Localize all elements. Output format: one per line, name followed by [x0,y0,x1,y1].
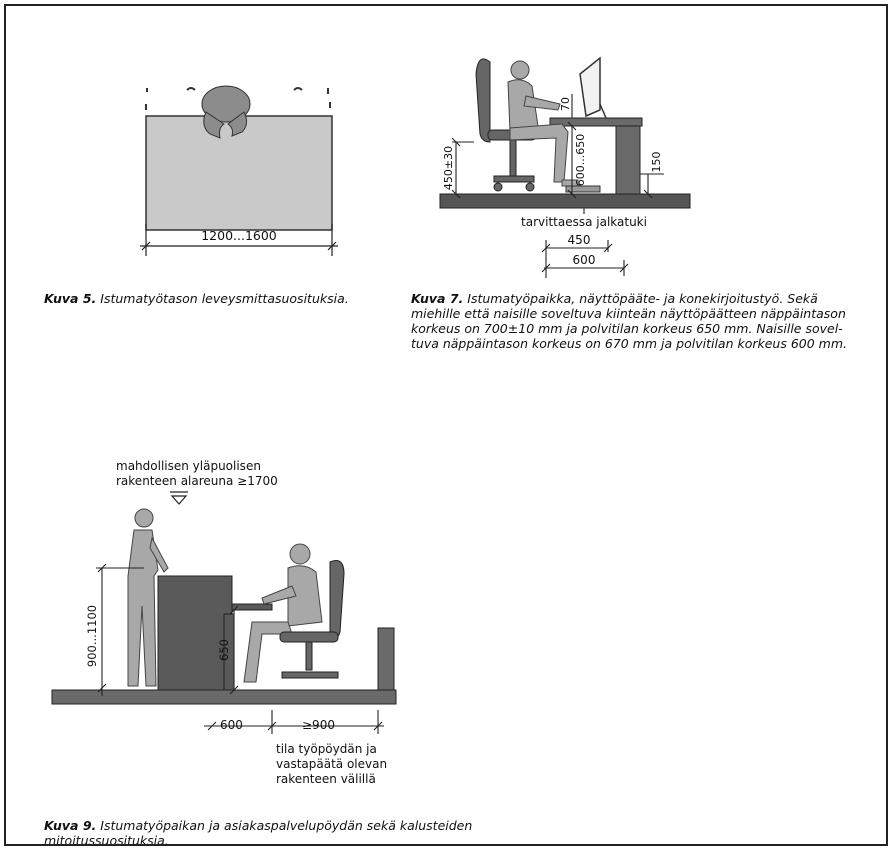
desk-top [145,115,333,231]
figure9-caption-line-2: mitoitussuosituksia. [44,833,169,846]
dim-450-label: 450 [568,233,591,247]
dim-70-label: 70 [559,97,572,111]
figure9-caption-label: Kuva 9. [44,818,97,833]
chair-9 [279,560,345,679]
width-dimension-label: 1200...1600 [201,228,277,243]
dim-900-1100-label: 900...1100 [85,605,99,667]
space-note-line-3: rakenteen välillä [276,772,376,786]
figure7-caption: Kuva 7. Istumatyöpaikka, näyttöpääte- ja… [411,291,886,351]
monitor [579,56,607,119]
dim-150-label: 150 [650,152,663,173]
person-seated-9 [243,543,323,683]
person-top-view [201,85,251,139]
dim-600-650-label: 600...650 [574,134,587,186]
figure7-diagram: 70 450±30 600...650 150 tarvittaessa jal… [439,56,691,278]
figure9-dimensions [96,563,384,734]
level-marker [170,491,188,505]
figure7-dimensions [451,94,664,278]
floor-9 [51,689,397,705]
figure5-caption-label: Kuva 5. [44,291,97,306]
figure5-diagram: 1200...1600 [140,85,338,256]
wall [377,627,395,691]
dim-450-30-label: 450±30 [442,146,455,190]
space-note-line-2: vastapäätä olevan [276,757,388,771]
figure9-diagram: 900...1100 650 [51,491,397,734]
figure7-caption-line-2: miehille että naisille soveltuva kiinteä… [411,306,846,321]
top-structure-note-line-2: rakenteen alareuna ≥1700 [116,474,278,488]
page-frame: 1200...1600 Kuva 5. Istumatyötason levey… [4,4,888,846]
figure7-caption-label: Kuva 7. [411,291,464,306]
floor [439,193,691,209]
figure7-caption-line-3: korkeus on 700±10 mm ja polvitilan korke… [411,321,843,336]
dim-600-label: 600 [573,253,596,267]
person-seated [507,60,579,187]
space-note-line-1: tila työpöydän ja [276,742,377,756]
figure5-caption: Kuva 5. Istumatyötason leveysmittasuosit… [44,291,349,306]
dim-600-9-label: 600 [220,718,243,732]
dim-650-label: 650 [217,639,231,661]
width-dimension [140,224,338,256]
figure7-caption-line-1: Istumatyöpaikka, näyttöpääte- ja konekir… [467,291,818,306]
service-counter [157,575,273,691]
footrest [565,185,601,193]
top-structure-note-line-1: mahdollisen yläpuolisen [116,459,261,473]
desk [549,117,643,195]
figure9-caption-line-1: Istumatyöpaikan ja asiakaspalvelupöydän … [100,818,473,833]
figure9-caption: Kuva 9. Istumatyöpaikan ja asiakaspalvel… [44,818,473,846]
figure5-caption-text: Istumatyötason leveysmittasuosituksia. [100,291,349,306]
person-standing [127,508,169,687]
footrest-label: tarvittaessa jalkatuki [521,215,647,229]
dim-900-9-label: ≥900 [302,718,335,732]
figure7-caption-line-4: tuva näppäintason korkeus on 670 mm ja p… [411,336,847,351]
